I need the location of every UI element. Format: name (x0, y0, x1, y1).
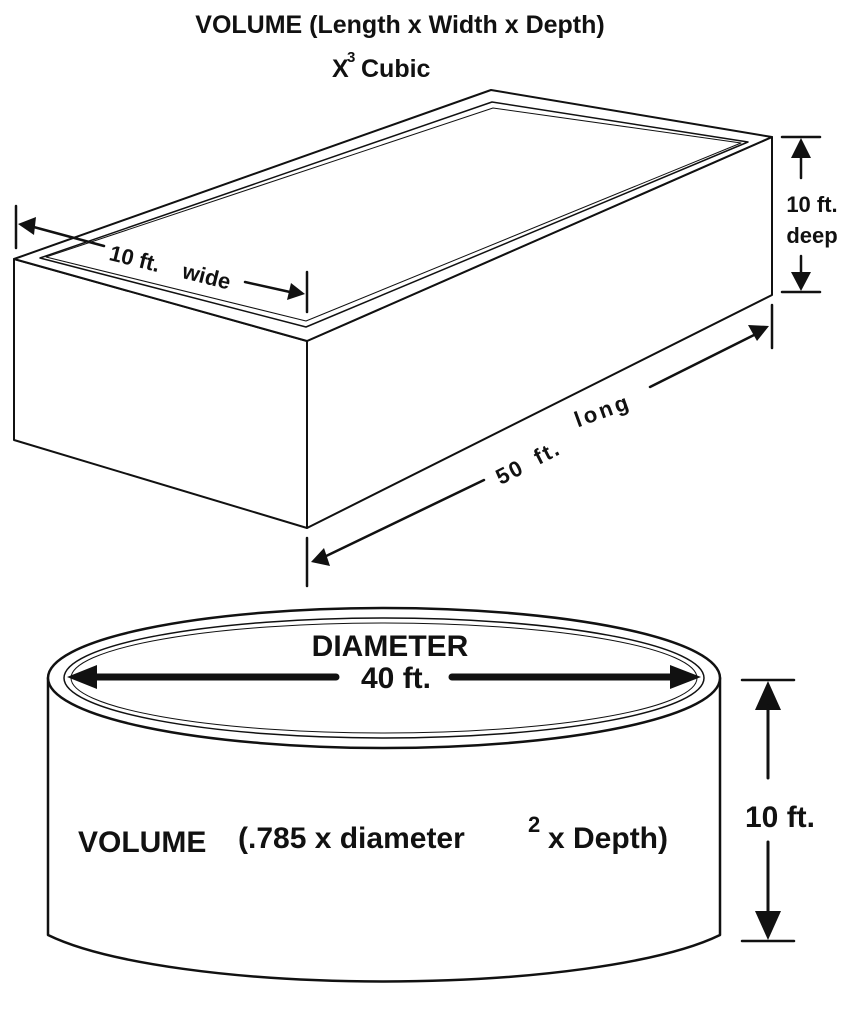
rectangular-tank (13, 89, 773, 529)
depth-arrow-up (791, 138, 811, 158)
width-arrow-left (18, 217, 36, 235)
depth-number: 10 ft. (786, 192, 837, 217)
length-arrow-right (748, 325, 769, 341)
cyl-depth-value: 10 ft. (745, 801, 815, 834)
rect-tank-top-rim (13, 89, 773, 342)
diameter-arrow-left (67, 665, 97, 689)
width-line-a (28, 224, 106, 248)
cylinder-top-inner (63, 617, 705, 739)
length-ft: ft. (530, 435, 565, 469)
length-word: long (571, 389, 634, 432)
diameter-dimension: DIAMETER 40 ft. (67, 630, 701, 695)
formula-main: (.785 x diameter (238, 822, 465, 855)
rect-depth-dimension: 10 ft. deep (780, 135, 838, 294)
cubic-base: X (332, 55, 349, 83)
depth-word: deep (786, 223, 837, 248)
length-line-a (320, 478, 486, 560)
diameter-label: DIAMETER (312, 630, 469, 663)
cylindrical-tank (46, 606, 722, 983)
width-arrow-right (287, 283, 305, 300)
cylinder-body (46, 676, 722, 983)
cyl-depth-arrow-up (755, 681, 781, 710)
width-line-b (243, 280, 292, 294)
cylinder-depth-dimension: 10 ft. (740, 678, 815, 943)
depth-arrow-down (791, 272, 811, 291)
rect-tank-inner-rim (39, 101, 749, 328)
diameter-arrow-right (670, 665, 701, 689)
cylinder-top-outer (46, 606, 722, 750)
formula-tail: x Depth) (548, 822, 668, 855)
formula-lead: VOLUME (78, 826, 206, 859)
length-arrow-left (311, 548, 330, 566)
rect-tank-inner-rim-2 (45, 107, 742, 322)
formula-exponent: 2 (528, 812, 540, 837)
rect-volume-title: VOLUME (Length x Width x Depth) (195, 11, 604, 39)
length-line-b (648, 333, 756, 389)
cubic-exponent: 3 (347, 49, 355, 66)
cubic-word: Cubic (361, 55, 431, 83)
cylinder-volume-formula: VOLUME (.785 x diameter 2 x Depth) (78, 812, 668, 859)
cyl-depth-arrow-down (755, 911, 781, 940)
length-number: 50 (492, 454, 529, 489)
diameter-value: 40 ft. (361, 662, 431, 695)
